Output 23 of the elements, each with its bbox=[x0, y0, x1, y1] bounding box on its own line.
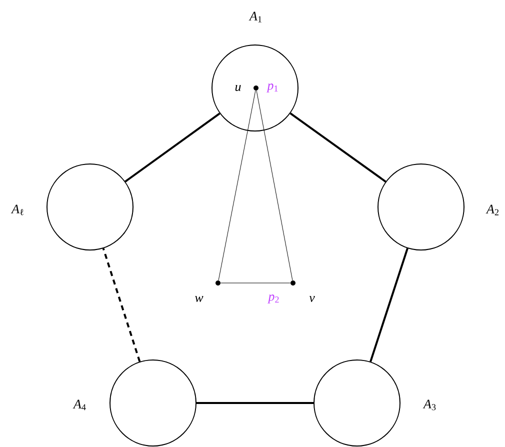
line bbox=[256, 90, 293, 281]
circle-node bbox=[110, 359, 196, 446]
circle-node bbox=[314, 359, 400, 446]
point-label: u bbox=[235, 84, 241, 92]
path-label: p$_{1}$ bbox=[266, 84, 278, 92]
line bbox=[218, 90, 256, 281]
circle-node bbox=[212, 44, 298, 132]
node-label: A$_{3}$ bbox=[422, 400, 436, 410]
circle-node bbox=[378, 163, 464, 250]
node-label: A$_{1}$ bbox=[248, 12, 262, 22]
line bbox=[196, 402, 314, 404]
line bbox=[102, 248, 141, 362]
line bbox=[220, 282, 291, 284]
line bbox=[370, 248, 408, 362]
point-label: v bbox=[309, 296, 315, 302]
line bbox=[290, 112, 386, 182]
node-label: A$_{ℓ}$ bbox=[10, 204, 24, 216]
node-label: A$_{2}$ bbox=[486, 204, 498, 216]
circle-node bbox=[46, 163, 134, 250]
node-label: A$_{4}$ bbox=[72, 400, 86, 410]
line bbox=[124, 112, 220, 182]
point-label: w bbox=[195, 296, 204, 302]
path-label: p$_{2}$ bbox=[267, 294, 279, 304]
